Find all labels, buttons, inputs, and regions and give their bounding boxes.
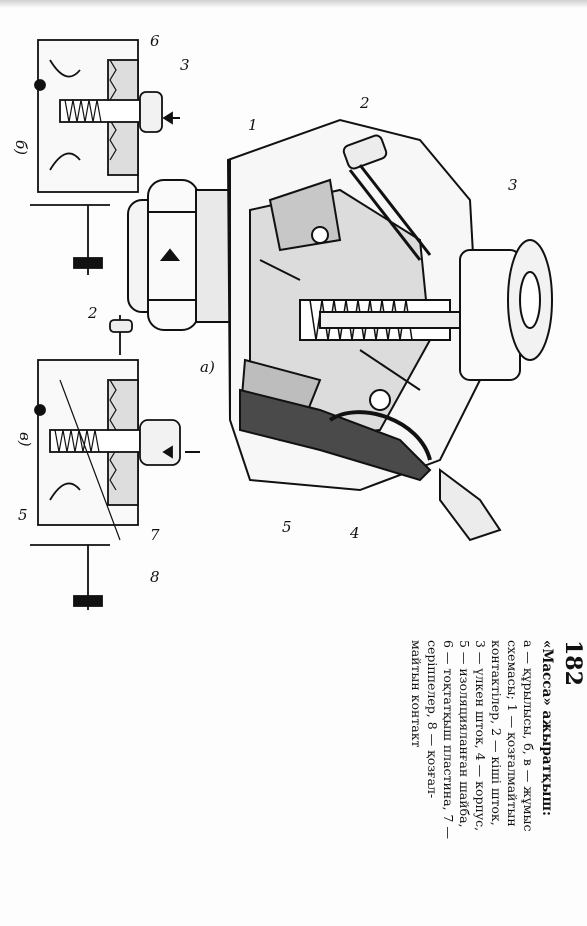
figure-legend: а — құрылысы, б, в — жұмыс схемасы; 1 — … (408, 640, 536, 920)
legend-line: а — құрылысы, б, в — жұмыс (520, 640, 536, 832)
caption-area: 182 «Масса» ажыратқыш: а — құрылысы, б, … (409, 640, 587, 920)
legend-line: схемасы; 1 — қозғалмайтын (504, 640, 520, 827)
label-b-6: 6 (150, 32, 160, 50)
scheme-b-drawing (30, 39, 180, 275)
figure-title: «Масса» ажыратқыш: (538, 640, 555, 816)
label-b-3: 3 (180, 56, 190, 74)
label-view-b: б) (12, 140, 30, 155)
legend-line: 3 — үлкен шток, 4 — корпус, (472, 640, 488, 832)
label-view-v: в) (16, 432, 34, 447)
legend-line: контактілер, 2 — кіші шток, (488, 640, 504, 826)
label-4: 4 (349, 524, 360, 542)
legend-line: 6 — тоқтатқыш пластина, 7 — (440, 640, 456, 839)
label-view-a: а) (200, 358, 215, 376)
label-v-7: 7 (150, 526, 160, 544)
legend-line: серіппелер, 8 — қозғал- (424, 640, 440, 799)
label-1: 1 (248, 116, 258, 134)
scheme-v-drawing (30, 315, 200, 610)
label-2: 2 (359, 94, 370, 112)
main-cutaway-drawing (127, 118, 553, 542)
figure-number: 182 (560, 640, 586, 686)
illustration: б) 6 3 1 2 3 4 5 а) 2 в) 7 5 8 (12, 32, 553, 610)
legend-line: майтын контакт (408, 640, 424, 748)
figure-caption: 182 «Масса» ажыратқыш: а — құрылысы, б, … (409, 640, 587, 920)
label-5: 5 (282, 518, 292, 536)
scan-edge-shadow (0, 0, 587, 8)
label-v-5: 5 (18, 506, 28, 524)
legend-line: 5 — изоляцияланған шайба, (456, 640, 472, 828)
label-v-8: 8 (150, 568, 160, 586)
label-3: 3 (508, 176, 518, 194)
label-v-2: 2 (87, 304, 98, 322)
